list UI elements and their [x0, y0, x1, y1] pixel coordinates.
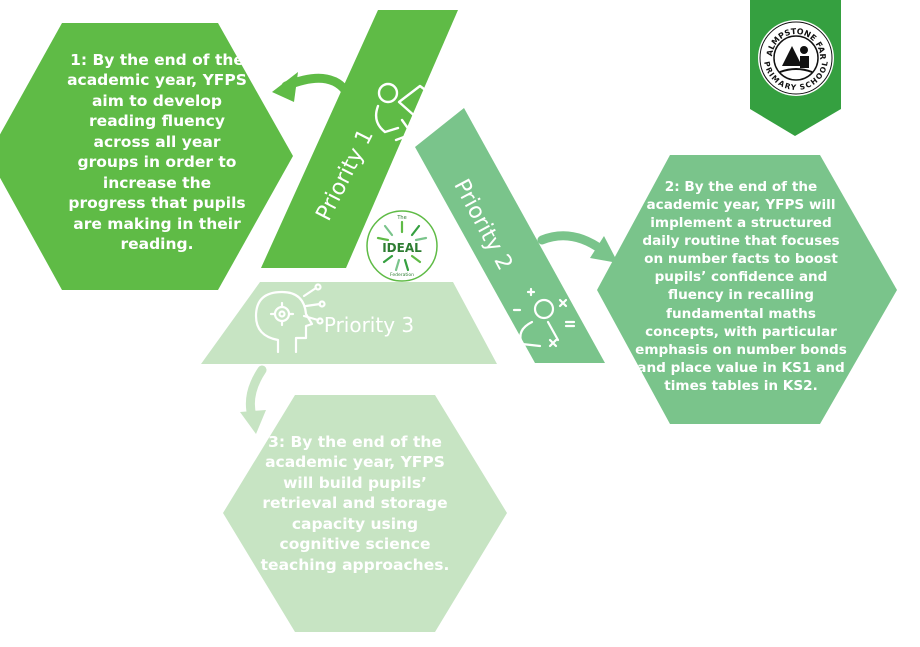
- ideal-federation-logo: The IDEAL Federation: [366, 210, 438, 282]
- priority-3-description: 3: By the end of the academic year, YFPS…: [260, 433, 450, 574]
- ideal-logo-bottom-text: Federation: [390, 272, 414, 278]
- priority-3-label: Priority 3: [324, 313, 414, 337]
- priority-2-hexagon: [597, 155, 897, 424]
- arrow-priority-3: [240, 365, 267, 434]
- brain-gear-icon: [254, 283, 326, 354]
- reading-icon: [374, 82, 438, 142]
- arrow-priority-1: [272, 72, 355, 103]
- priority-2-description: 2: By the end of the academic year, YFPS…: [635, 179, 847, 394]
- priority-1-hexagon: [0, 23, 293, 290]
- priority-2-band: [415, 108, 605, 363]
- badge-emblem-icon: [773, 35, 819, 81]
- arrow-priority-2: [537, 231, 618, 263]
- priority-3-hexagon: [223, 395, 507, 632]
- maths-icon: [512, 287, 576, 348]
- priority-3-band: [201, 282, 497, 364]
- ideal-logo-name: IDEAL: [382, 241, 422, 255]
- ideal-logo-top-text: The: [396, 215, 406, 221]
- priority-1-band: [261, 10, 458, 268]
- priority-1-description: 1: By the end of the academic year, YFPS…: [67, 51, 247, 254]
